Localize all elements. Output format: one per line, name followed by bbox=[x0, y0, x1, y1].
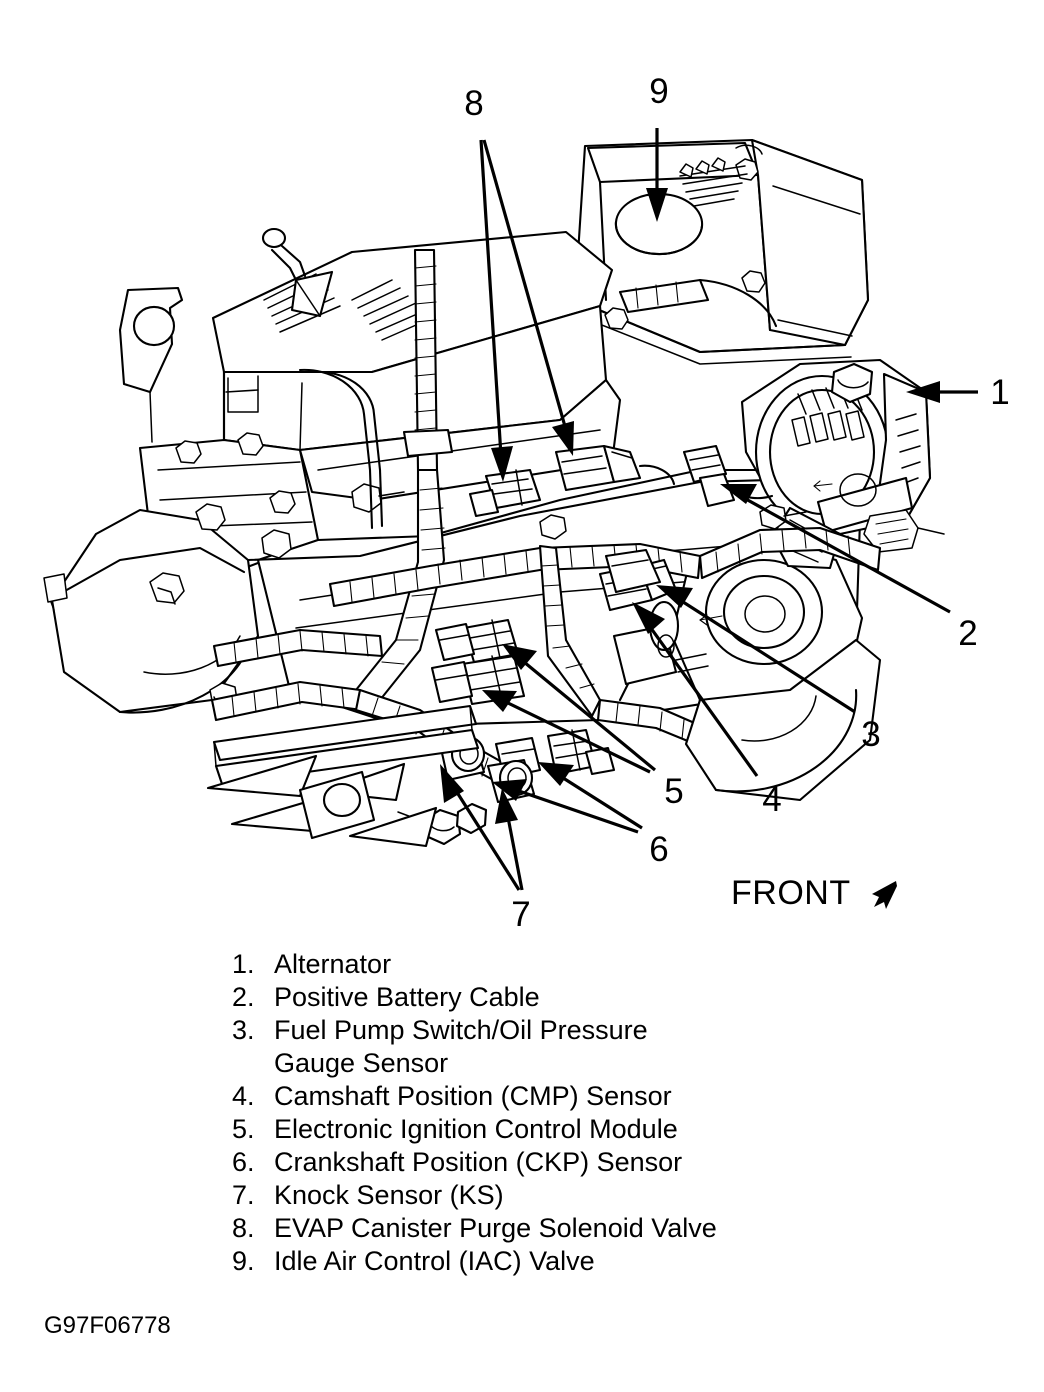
legend-item: 8. EVAP Canister Purge Solenoid Valve bbox=[232, 1212, 932, 1245]
legend-item-number: 5. bbox=[232, 1114, 255, 1144]
legend-item-number: 3. bbox=[232, 1015, 255, 1045]
front-orientation-label: FRONT bbox=[731, 874, 900, 913]
legend-item: 1. Alternator bbox=[232, 948, 932, 981]
legend-item: 2. Positive Battery Cable bbox=[232, 981, 932, 1014]
leader-7 bbox=[440, 764, 524, 891]
leader-4 bbox=[632, 602, 759, 777]
callout-number-8: 8 bbox=[464, 84, 483, 123]
frame-rails bbox=[206, 704, 480, 848]
callout-number-7: 7 bbox=[511, 895, 530, 934]
callout-number-6: 6 bbox=[649, 830, 668, 869]
legend-item-label: EVAP Canister Purge Solenoid Valve bbox=[274, 1213, 717, 1243]
hoses bbox=[298, 278, 778, 530]
callout-number-3: 3 bbox=[861, 715, 880, 754]
leader-5 bbox=[482, 644, 657, 774]
legend-item: 5. Electronic Ignition Control Module bbox=[232, 1113, 932, 1146]
legend-item-label: Knock Sensor (KS) bbox=[274, 1180, 504, 1210]
legend-item: 6. Crankshaft Position (CKP) Sensor bbox=[232, 1146, 932, 1179]
callout-leaders bbox=[440, 128, 978, 891]
callout-numbers: 8 9 1 2 3 4 5 6 7 bbox=[464, 72, 1009, 934]
callout-number-9: 9 bbox=[649, 72, 668, 111]
leader-3 bbox=[656, 585, 856, 714]
leader-6 bbox=[492, 762, 643, 834]
component-legend: 1. Alternator 2. Positive Battery Cable … bbox=[232, 948, 932, 1278]
legend-item-label: Idle Air Control (IAC) Valve bbox=[274, 1246, 595, 1276]
legend-item-number: 6. bbox=[232, 1147, 255, 1177]
legend-item-label: Crankshaft Position (CKP) Sensor bbox=[274, 1147, 683, 1177]
leader-1 bbox=[906, 381, 978, 403]
legend-item-label: Alternator bbox=[274, 949, 392, 979]
legend-item-label: Camshaft Position (CMP) Sensor bbox=[274, 1081, 672, 1111]
legend-item: 3. Fuel Pump Switch/Oil Pressure Gauge S… bbox=[232, 1014, 932, 1080]
bellhousing bbox=[612, 601, 882, 802]
legend-item: 7. Knock Sensor (KS) bbox=[232, 1179, 932, 1212]
callout-number-2: 2 bbox=[958, 614, 977, 653]
leader-8 bbox=[479, 139, 574, 482]
callout-number-4: 4 bbox=[762, 780, 781, 819]
legend-item: 9. Idle Air Control (IAC) Valve bbox=[232, 1245, 932, 1278]
front-text: FRONT bbox=[731, 874, 851, 912]
fasteners bbox=[261, 483, 807, 559]
legend-item-label: Electronic Ignition Control Module bbox=[274, 1114, 678, 1144]
legend-item-label: Fuel Pump Switch/Oil Pressure Gauge Sens… bbox=[274, 1015, 648, 1078]
legend-item-number: 9. bbox=[232, 1246, 255, 1276]
legend-item-number: 1. bbox=[232, 949, 255, 979]
arrow-up-right-icon bbox=[871, 880, 897, 909]
legend-item-number: 2. bbox=[232, 982, 255, 1012]
legend-item-number: 4. bbox=[232, 1081, 255, 1111]
figure-code: G97F06778 bbox=[44, 1312, 171, 1339]
valve-cover-assembly bbox=[568, 138, 870, 365]
leader-2 bbox=[720, 484, 951, 614]
legend-item-number: 8. bbox=[232, 1213, 255, 1243]
leader-9 bbox=[646, 128, 668, 222]
engine-illustration bbox=[43, 138, 945, 848]
legend-item: 4. Camshaft Position (CMP) Sensor bbox=[232, 1080, 932, 1113]
callout-number-5: 5 bbox=[664, 772, 683, 811]
callout-number-1: 1 bbox=[990, 373, 1009, 412]
alternator bbox=[740, 358, 945, 570]
legend-item-number: 7. bbox=[232, 1180, 255, 1210]
legend-item-label: Positive Battery Cable bbox=[274, 982, 540, 1012]
